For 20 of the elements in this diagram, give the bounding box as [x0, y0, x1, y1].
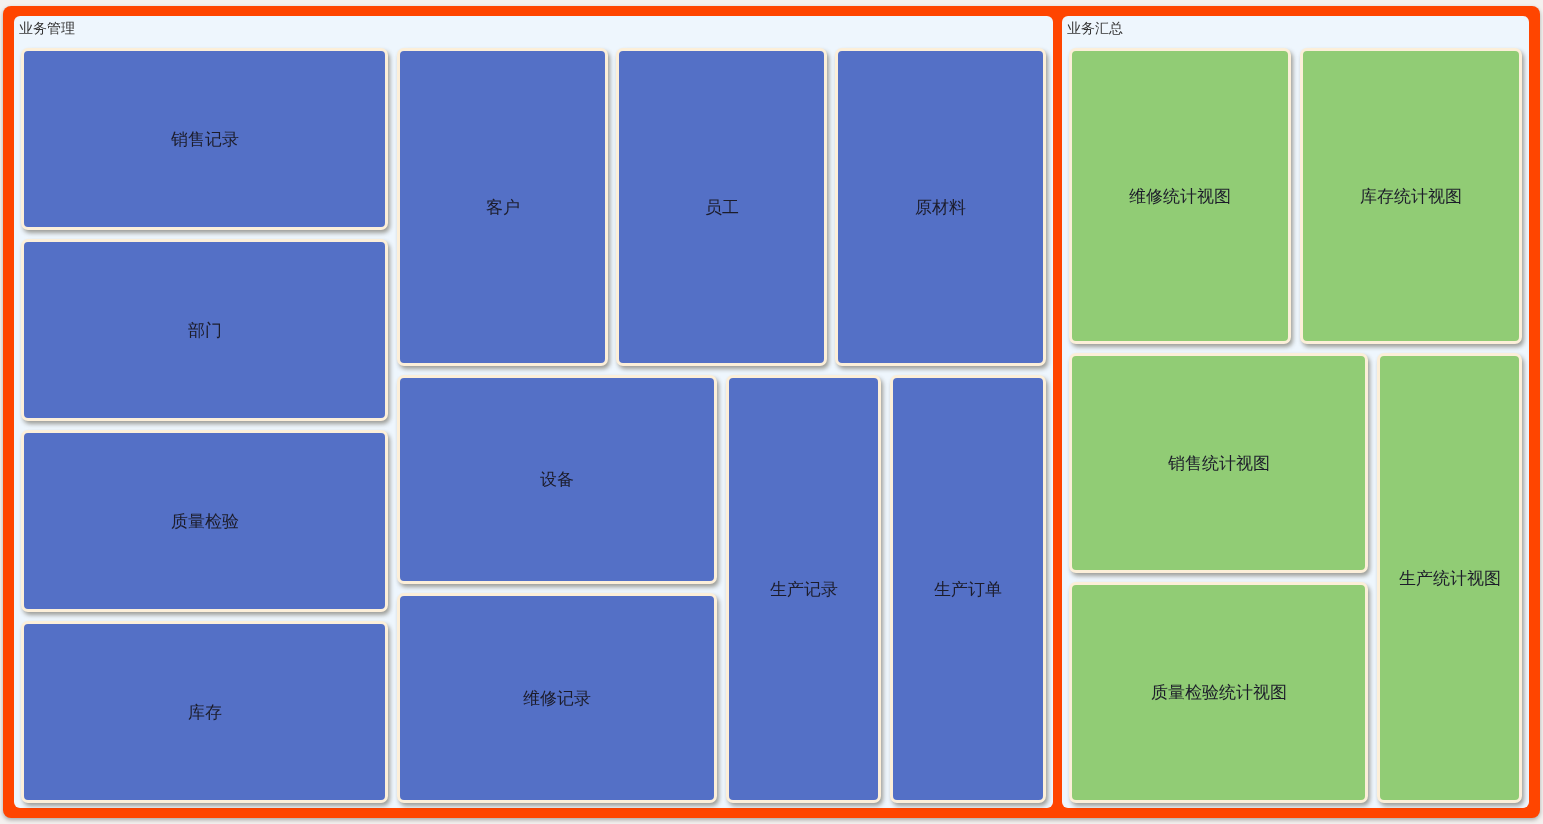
treemap-tile: 客户 [397, 48, 608, 366]
treemap-tile: 员工 [616, 48, 827, 366]
treemap-tile: 销售统计视图 [1069, 353, 1368, 573]
group-title: 业务管理 [19, 20, 75, 38]
treemap-tile: 维修统计视图 [1069, 48, 1291, 344]
treemap-tile: 质量检验 [21, 430, 388, 612]
group-title: 业务汇总 [1067, 20, 1123, 38]
treemap-tile: 库存统计视图 [1300, 48, 1522, 344]
group-panel [14, 16, 1053, 808]
treemap-tile: 生产订单 [890, 375, 1046, 803]
treemap-tile: 生产记录 [726, 375, 881, 803]
treemap-tile: 部门 [21, 239, 388, 421]
treemap-tile: 销售记录 [21, 48, 388, 230]
treemap-tile: 维修记录 [397, 593, 717, 803]
treemap-tile: 原材料 [835, 48, 1046, 366]
treemap-tile: 质量检验统计视图 [1069, 582, 1368, 803]
treemap-tile: 库存 [21, 621, 388, 803]
treemap-tile: 生产统计视图 [1377, 353, 1522, 803]
treemap-tile: 设备 [397, 375, 717, 584]
group-panel [1062, 16, 1529, 808]
